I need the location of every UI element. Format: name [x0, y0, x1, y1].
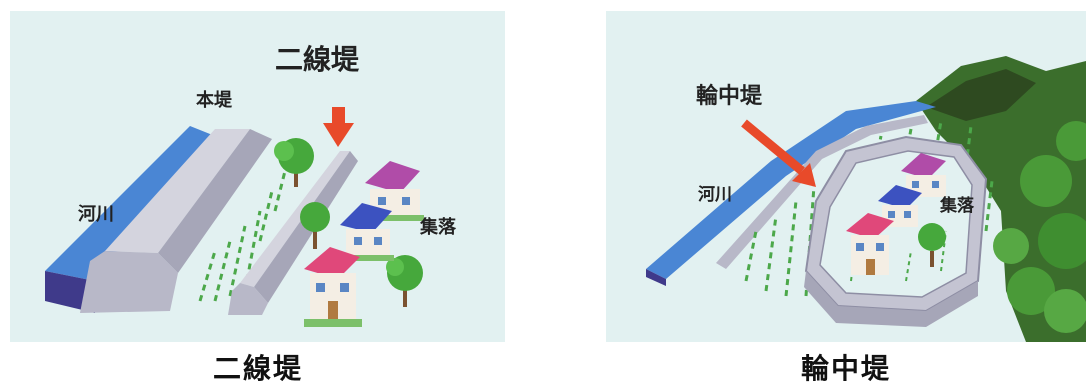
main-levee-top [105, 129, 250, 253]
river-label: 河川 [698, 185, 732, 205]
tree [386, 255, 423, 307]
secondary-levee-illustration: 二線堤 本堤 河川 集落 [10, 11, 505, 342]
river-label: 河川 [78, 204, 114, 225]
river [45, 126, 215, 281]
ring-levee-illustration: 輪中堤 河川 集落 [606, 11, 1086, 342]
tree [274, 138, 314, 187]
ring-levee-front [804, 271, 978, 327]
diagram-title: 輪中堤 [696, 83, 763, 109]
house-pink [846, 213, 894, 275]
mountain-shadow [926, 69, 1036, 121]
main-levee [716, 115, 928, 269]
ring-levee-diagram: 輪中堤 河川 集落 [606, 11, 1086, 342]
caption-secondary-levee: 二線堤 [212, 352, 303, 385]
house-blue [340, 203, 394, 261]
forest [916, 56, 1086, 342]
arrow-indicator [323, 107, 354, 147]
river-front [646, 269, 666, 286]
river [646, 101, 936, 279]
diagram-title: 二線堤 [275, 43, 360, 76]
secondary-levee-diagram: 二線堤 本堤 河川 集落 [10, 11, 505, 342]
house-purple [365, 161, 424, 221]
house-pink [304, 247, 362, 327]
settlement-label: 集落 [939, 195, 975, 216]
main-levee-front [80, 251, 178, 313]
arrow-indicator [741, 119, 816, 187]
settlement-label: 集落 [419, 216, 457, 238]
main-levee-side [158, 129, 272, 273]
tree [918, 223, 946, 267]
caption-ring-levee: 輪中堤 [800, 352, 891, 385]
secondary-levee-top [240, 151, 350, 287]
tree [300, 202, 330, 249]
secondary-levee-front [228, 283, 268, 315]
forest-trees [993, 121, 1086, 333]
main-levee-label: 本堤 [196, 89, 233, 111]
